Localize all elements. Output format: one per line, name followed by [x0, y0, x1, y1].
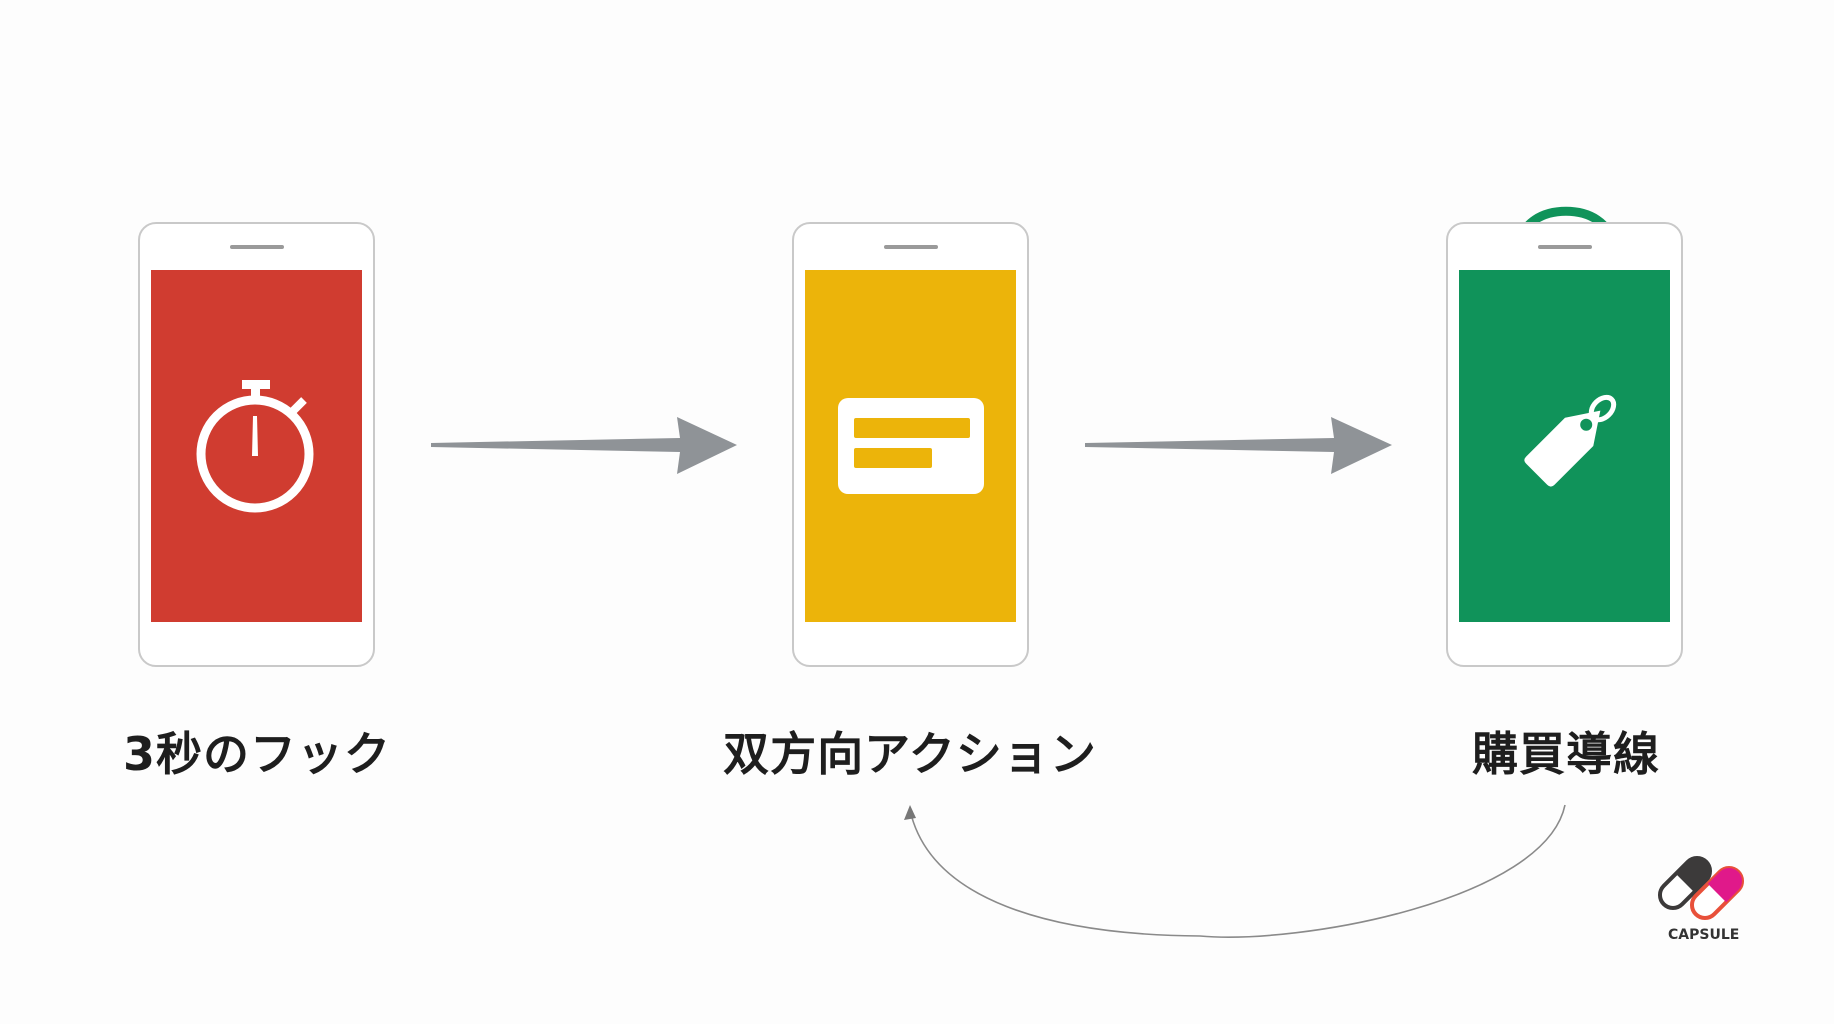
stopwatch-icon: [196, 380, 313, 513]
phone-screen-yellow: [805, 270, 1016, 622]
step-label: 購買導線: [1472, 727, 1660, 781]
phone-step-3: [1446, 222, 1683, 667]
loop-back-arrow: [909, 804, 1566, 938]
capsule-logo-icon: [1657, 855, 1745, 921]
phone-screen-red: [151, 270, 362, 622]
card-icon: [837, 398, 984, 494]
step-label: 3秒のフック: [122, 727, 392, 781]
phone-speaker: [1537, 245, 1592, 249]
arrow-1: [431, 417, 737, 474]
phone-speaker: [229, 245, 284, 249]
arrow-2: [1085, 417, 1392, 474]
capsule-logo-text: CAPSULE: [1668, 927, 1740, 943]
loop-arrowhead: [904, 805, 916, 820]
phone-screen-green: [1459, 270, 1670, 622]
phone-speaker: [883, 245, 938, 249]
phone-step-2: [792, 222, 1029, 667]
step-label: 双方向アクション: [723, 727, 1097, 781]
phone-step-1: [138, 222, 375, 667]
price-tag-icon: [1523, 394, 1616, 487]
